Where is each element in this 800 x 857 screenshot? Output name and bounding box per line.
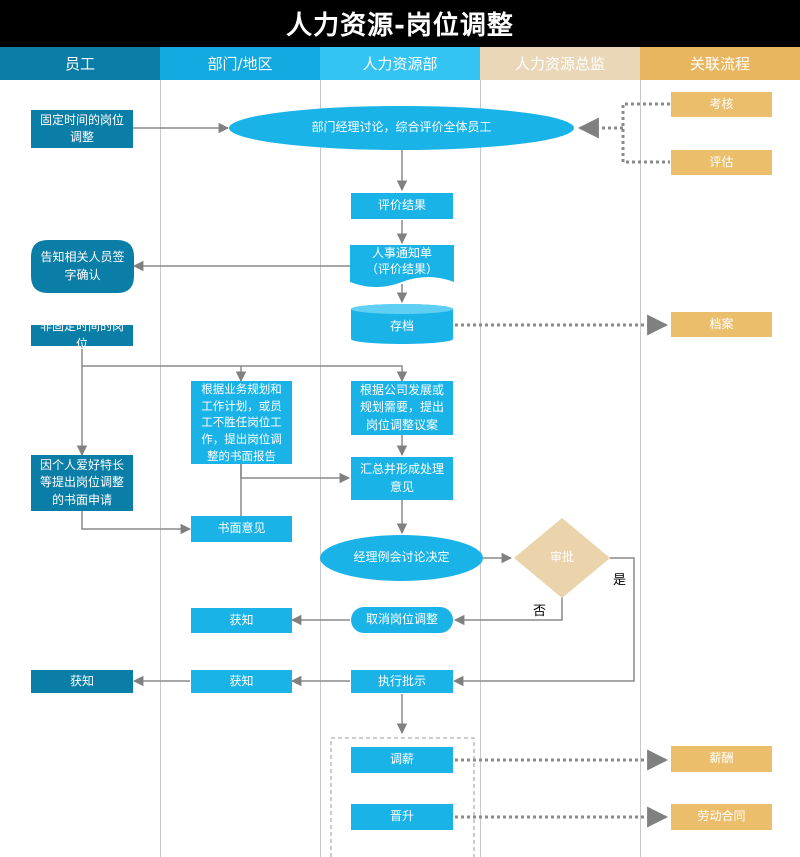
department-manager-discussion: 部门经理讨论，综合评价全体员工 xyxy=(229,106,574,150)
lane-header-hr: 人力资源部 xyxy=(320,47,480,80)
edge xyxy=(452,557,635,687)
approve-label: 审批 xyxy=(549,550,574,565)
manager-meeting-decision: 经理例会讨论决定 xyxy=(320,535,483,581)
informed-employee: 获知 xyxy=(31,670,133,693)
edge xyxy=(240,464,351,484)
dotted-edge xyxy=(621,102,670,164)
informed-department-1: 获知 xyxy=(191,608,292,633)
promotion: 晋升 xyxy=(351,804,453,830)
inform-sign-confirm: 告知相关人员签字确认 xyxy=(40,250,125,282)
lane-divider xyxy=(480,80,481,857)
fixed-time-adjustment: 固定时间的岗位调整 xyxy=(31,110,133,148)
page-title: 人力资源-岗位调整 xyxy=(0,0,800,47)
department-report: 根据业务规划和工作计划，或员工不胜任岗位工作，提出岗位调整的书面报告 xyxy=(191,381,292,464)
personnel-notice: 人事通知单 （评价结果） xyxy=(365,245,438,276)
related-compensation[interactable]: 薪酬 xyxy=(671,746,772,772)
related-archive-file[interactable]: 档案 xyxy=(671,312,772,337)
archive-top xyxy=(351,304,453,314)
personal-application: 因个人爱好特长等提出岗位调整的书面申请 xyxy=(31,455,133,511)
edge xyxy=(81,511,192,535)
approve-diamond xyxy=(514,518,610,598)
related-evaluation[interactable]: 评估 xyxy=(671,150,772,175)
archive: 存档 xyxy=(389,319,414,334)
non-fixed-time-position: 非固定时间的岗位 xyxy=(31,319,133,351)
written-opinion: 书面意见 xyxy=(191,516,292,542)
edge-label-yes: 是 xyxy=(613,573,627,588)
company-proposal: 根据公司发展或规划需要，提出岗位调整议案 xyxy=(351,381,453,435)
lane-divider xyxy=(640,80,641,857)
lane-header-hr-director: 人力资源总监 xyxy=(480,47,640,80)
salary-adjustment: 调薪 xyxy=(351,747,453,773)
edge xyxy=(453,597,563,626)
evaluation-result: 评价结果 xyxy=(351,193,453,219)
lane-header-employee: 员工 xyxy=(0,47,160,80)
lane-divider xyxy=(160,80,161,857)
lane-header-department: 部门/地区 xyxy=(160,47,320,80)
execute-instruction: 执行批示 xyxy=(351,670,453,693)
cancel-adjustment: 取消岗位调整 xyxy=(351,607,453,633)
related-labor-contract[interactable]: 劳动合同 xyxy=(671,804,772,830)
edge-label-no: 否 xyxy=(533,604,547,619)
lane-divider xyxy=(320,80,321,857)
archive-shape xyxy=(351,304,453,344)
notice-shape xyxy=(350,245,454,287)
inform-sign-shape xyxy=(31,240,134,293)
related-assessment[interactable]: 考核 xyxy=(671,92,772,117)
edge xyxy=(81,346,408,383)
summary-opinion: 汇总并形成处理意见 xyxy=(351,457,453,500)
group-box xyxy=(330,737,475,857)
informed-department-2: 获知 xyxy=(191,670,292,693)
lane-header-related: 关联流程 xyxy=(640,47,800,80)
